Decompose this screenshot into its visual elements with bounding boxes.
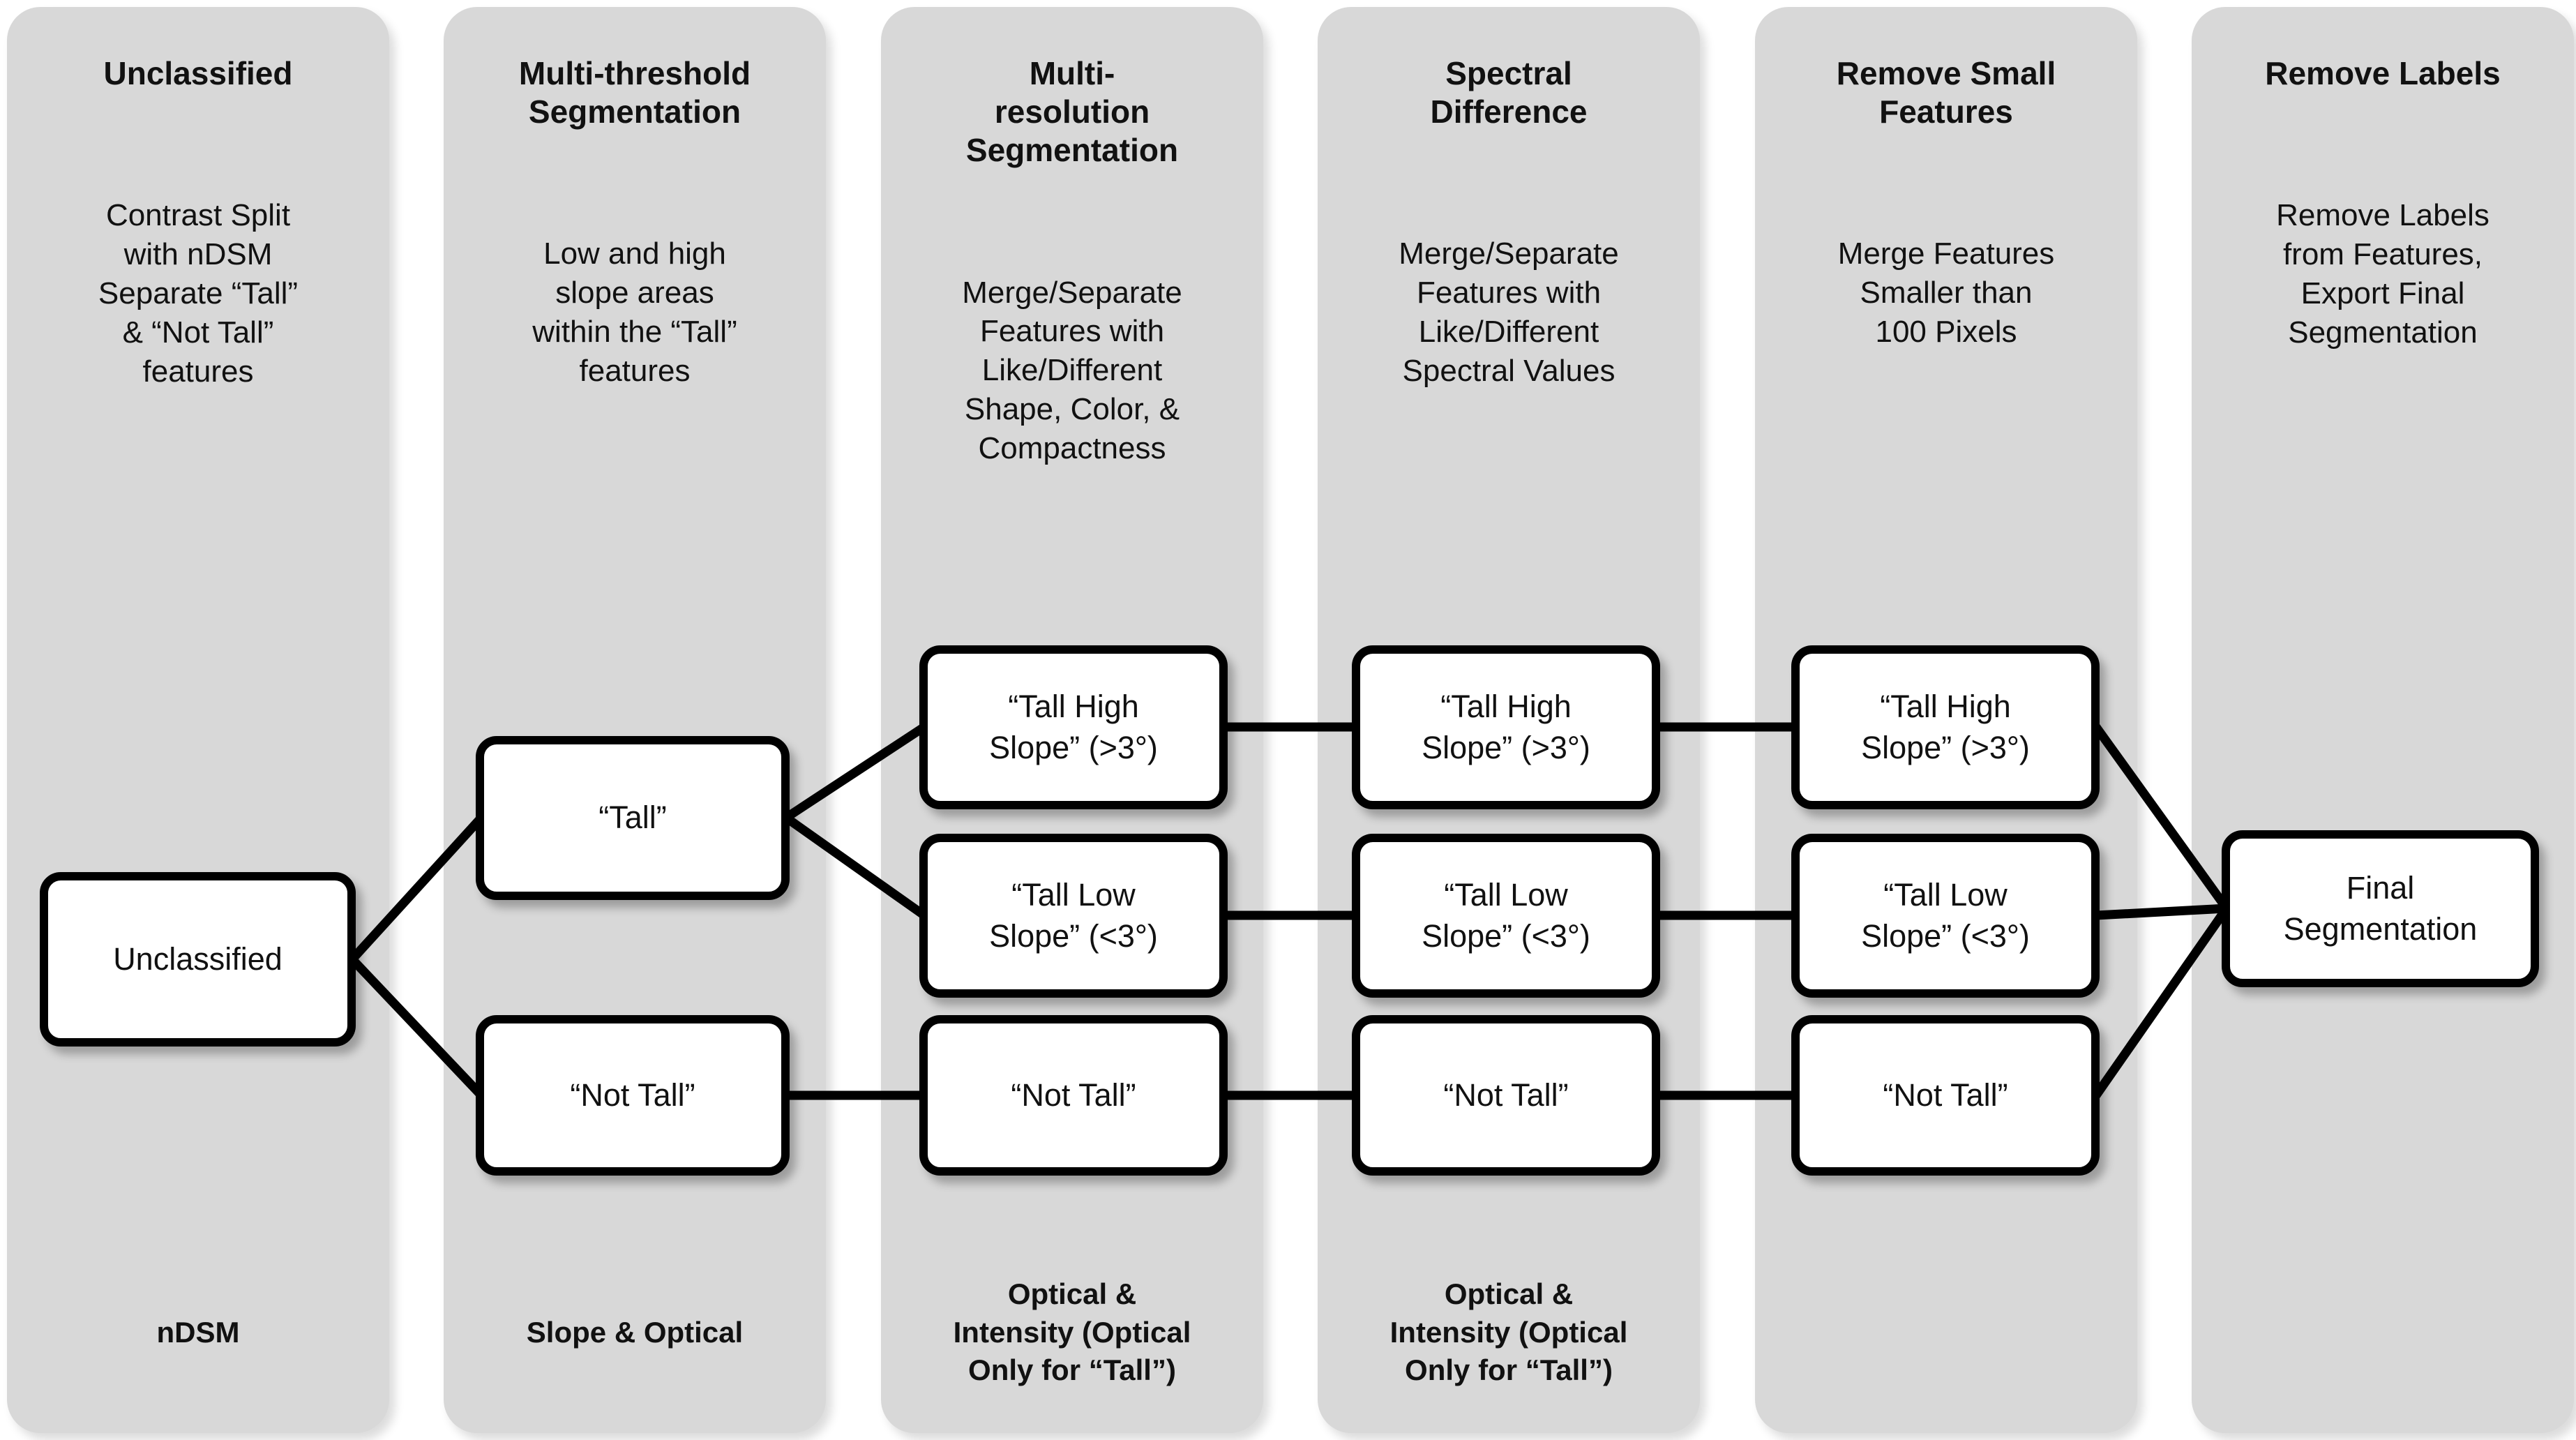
node-tall-low-slope-col5: “Tall Low Slope” (<3°) bbox=[1791, 834, 2100, 998]
column-multi-threshold-segmentation: Multi-threshold Segmentation Low and hig… bbox=[444, 7, 826, 1433]
connector bbox=[349, 956, 485, 1099]
connector bbox=[2092, 724, 2231, 911]
column-description: Merge/Separate Features with Like/Differ… bbox=[962, 275, 1182, 466]
column-header: Multi- resolution Segmentation bbox=[965, 55, 1179, 169]
node-tall-high-slope-col3: “Tall High Slope” (>3°) bbox=[919, 645, 1228, 809]
column-remove-labels: Remove Labels Remove Labels from Feature… bbox=[2192, 7, 2574, 1433]
column-footer: nDSM bbox=[156, 1315, 240, 1349]
node-final-segmentation: Final Segmentation bbox=[2222, 830, 2539, 987]
node-tall-high-slope-col4: “Tall High Slope” (>3°) bbox=[1352, 645, 1660, 809]
column-header: Multi-threshold Segmentation bbox=[518, 55, 751, 130]
node-not-tall-col2: “Not Tall” bbox=[476, 1015, 790, 1176]
node-not-tall-col3: “Not Tall” bbox=[919, 1015, 1228, 1176]
column-footer: Slope & Optical bbox=[526, 1315, 744, 1349]
column-header: Remove Labels bbox=[2265, 55, 2501, 91]
column-description: Merge/Separate Features with Like/Differ… bbox=[1399, 237, 1619, 388]
node-not-tall-col5: “Not Tall” bbox=[1791, 1015, 2100, 1176]
column-description: Merge Features Smaller than 100 Pixels bbox=[1837, 237, 2055, 350]
column-footer: Optical & Intensity (Optical Only for “T… bbox=[1389, 1277, 1628, 1387]
column-header: Spectral Difference bbox=[1430, 55, 1588, 130]
column-header: Remove Small Features bbox=[1836, 55, 2056, 130]
connector bbox=[349, 814, 485, 963]
node-unclassified: Unclassified bbox=[40, 872, 356, 1047]
column-header: Unclassified bbox=[103, 55, 293, 91]
column-description: Remove Labels from Features, Export Fina… bbox=[2276, 198, 2490, 350]
connector bbox=[2095, 903, 2227, 920]
connector bbox=[2092, 906, 2231, 1098]
column-description: Contrast Split with nDSM Separate “Tall”… bbox=[98, 198, 299, 389]
column-description: Low and high slope areas within the “Tal… bbox=[532, 237, 737, 388]
node-not-tall-col4: “Not Tall” bbox=[1352, 1015, 1660, 1176]
node-tall-high-slope-col5: “Tall High Slope” (>3°) bbox=[1791, 645, 2100, 809]
connector bbox=[783, 723, 927, 822]
column-footer: Optical & Intensity (Optical Only for “T… bbox=[953, 1277, 1191, 1387]
column-unclassified: Unclassified Contrast Split with nDSM Se… bbox=[7, 7, 389, 1433]
connector bbox=[783, 813, 927, 920]
node-tall-low-slope-col3: “Tall Low Slope” (<3°) bbox=[919, 834, 1228, 998]
node-tall-low-slope-col4: “Tall Low Slope” (<3°) bbox=[1352, 834, 1660, 998]
node-tall: “Tall” bbox=[476, 736, 790, 900]
